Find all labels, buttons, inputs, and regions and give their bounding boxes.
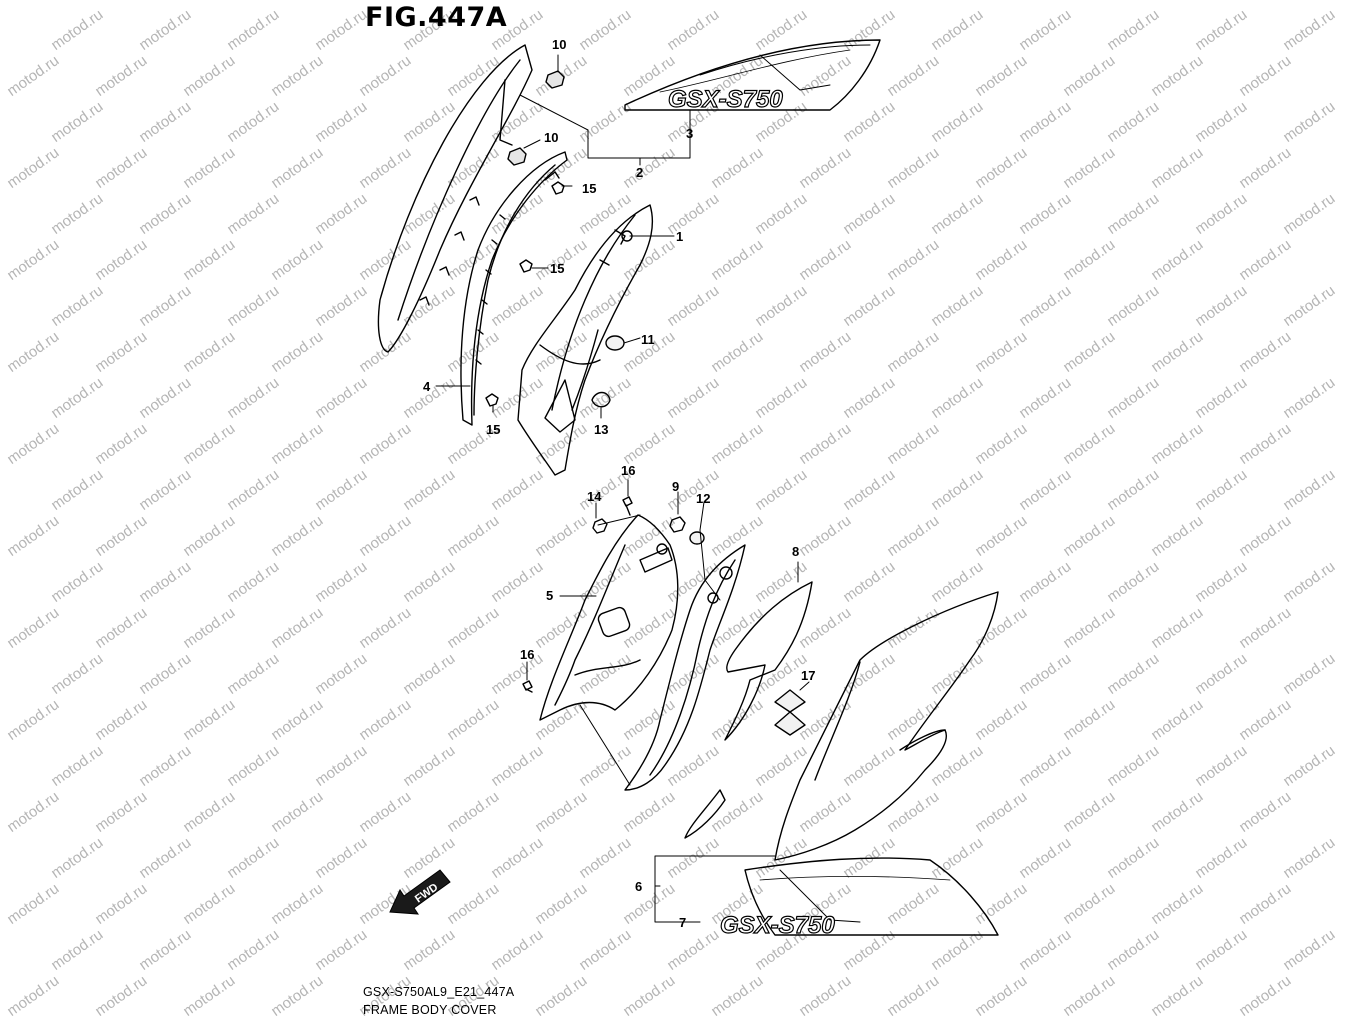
forward-direction-badge: FWD	[389, 869, 451, 915]
figure-caption: FRAME BODY COVER	[363, 1003, 497, 1017]
callout-16-low: 16	[520, 647, 535, 662]
callout-11: 11	[641, 332, 655, 347]
callout-14: 14	[587, 489, 602, 504]
model-code: GSX-S750AL9_E21_447A	[363, 985, 515, 999]
callout-10-top: 10	[552, 37, 567, 52]
part-7-lower-decal	[744, 857, 999, 936]
part-2-upper-cover	[377, 44, 533, 353]
callout-1: 1	[676, 229, 684, 244]
callout-3: 3	[686, 126, 694, 141]
callout-15-a: 15	[582, 181, 597, 196]
arrow-down-left-icon	[389, 869, 451, 915]
callout-10-mid: 10	[544, 130, 559, 145]
callout-9: 9	[672, 479, 680, 494]
hardware	[485, 70, 705, 693]
callout-15-c: 15	[486, 422, 501, 437]
figure-title: FIG.447A	[365, 2, 508, 33]
callout-7: 7	[679, 915, 687, 930]
part-6-large-side-cover	[684, 591, 999, 861]
part-3-upper-decal	[624, 39, 881, 111]
part-8-middle-decal	[724, 581, 813, 741]
lower-decal-text: GSX-S750	[720, 912, 835, 939]
callout-2: 2	[636, 165, 644, 180]
callout-5: 5	[546, 588, 554, 603]
callout-6: 6	[635, 879, 643, 894]
callout-15-b: 15	[550, 261, 565, 276]
upper-decal-text: GSX-S750	[668, 86, 783, 113]
leader-lines	[435, 54, 810, 923]
callout-12: 12	[696, 491, 711, 506]
callout-13: 13	[594, 422, 609, 437]
callout-16-top: 16	[621, 463, 636, 478]
part-1-frame-cover	[517, 204, 654, 476]
part-4-inner-frame	[460, 151, 568, 426]
decal-lettering: GSX-S750 GSX-S750	[667, 85, 836, 939]
callout-4: 4	[423, 379, 431, 394]
callout-8: 8	[792, 544, 800, 559]
part-5-lower-frame-cover	[539, 514, 679, 721]
callout-17: 17	[801, 668, 816, 683]
part-17-emblem	[774, 689, 806, 736]
